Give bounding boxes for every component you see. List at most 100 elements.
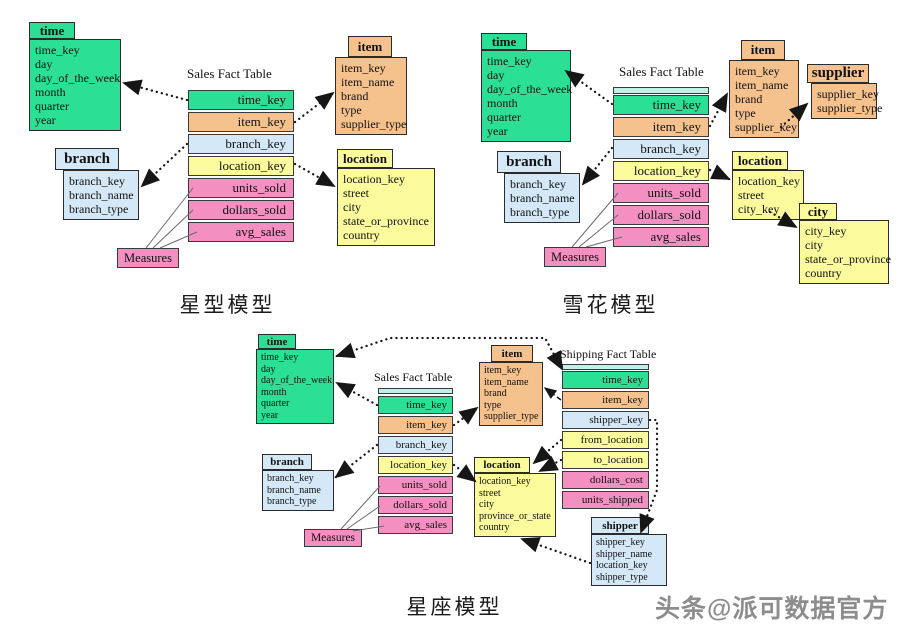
field-label: day_of_the_week — [35, 71, 121, 85]
field-label: city — [343, 200, 361, 214]
field-label: branch_type — [510, 205, 570, 219]
field-label: brand — [341, 89, 369, 103]
field-label: supplier_type — [341, 117, 407, 131]
field-label: branch_type — [267, 496, 317, 507]
field-label: branch_key — [510, 177, 566, 191]
field-label: state_or_province — [805, 252, 891, 266]
field-label: city_key — [805, 224, 847, 238]
constellation-location-table-tab: location — [474, 457, 530, 473]
field-label: brand — [484, 388, 507, 399]
field-label: branch_name — [69, 188, 134, 202]
field-label: month — [35, 85, 66, 99]
field-label: country — [343, 228, 380, 242]
constellation-shipping-fact-row: time_key — [562, 371, 649, 389]
snowflake-fact-row: branch_key — [613, 139, 709, 159]
snowflake-caption: 雪花模型 — [562, 293, 659, 317]
star-branch-table-tab: branch — [55, 148, 119, 170]
constellation-sales-fact-row: time_key — [378, 396, 453, 414]
field-label: item_name — [341, 75, 395, 89]
snowflake-fact-row: avg_sales — [613, 227, 709, 247]
field-label: month — [261, 386, 287, 398]
field-label: branch_key — [267, 473, 314, 484]
constellation-measures-box: Measures — [304, 529, 362, 547]
snowflake-supplier-table-tab: supplier — [807, 64, 869, 83]
constellation-shipping-fact-title: Shipping Fact Table — [560, 347, 657, 361]
field-label: year — [35, 113, 56, 127]
field-label: shipper_type — [596, 571, 648, 583]
field-label: supplier_key — [817, 87, 879, 101]
snowflake-item-table-tab: item — [741, 40, 785, 60]
snowflake-fact-row: location_key — [613, 161, 709, 181]
star-fact-row: units_sold — [188, 178, 294, 198]
field-label: quarter — [35, 99, 69, 113]
star-measures-box: Measures — [117, 248, 179, 268]
snowflake-branch-table-tab: branch — [497, 151, 561, 173]
field-label: shipper_name — [596, 548, 653, 560]
field-label: branch_name — [510, 191, 575, 205]
field-label: province_or_state — [479, 510, 551, 522]
constellation-shipping-fact-row: shipper_key — [562, 411, 649, 429]
field-label: day — [35, 57, 53, 71]
field-label: quarter — [261, 398, 290, 409]
snowflake-fact-header-strip — [613, 87, 709, 94]
field-label: time_key — [261, 352, 299, 363]
star-fact-table-title: Sales Fact Table — [187, 66, 272, 81]
field-label: country — [479, 522, 510, 533]
constellation-shipping-fact-row: dollars_cost — [562, 471, 649, 489]
field-label: type — [341, 103, 362, 117]
field-label: street — [738, 188, 764, 202]
star-time-table-tab: time — [29, 22, 75, 39]
constellation-sales-fact-row: location_key — [378, 456, 453, 474]
field-label: day_of_the_week — [487, 82, 573, 96]
constellation-caption: 星座模型 — [406, 595, 503, 619]
field-label: time_key — [35, 43, 80, 57]
constellation-sales-fact-header-strip — [378, 388, 453, 394]
constellation-shipping-fact-row: to_location — [562, 451, 649, 469]
field-label: location_key — [596, 560, 648, 571]
constellation-shipping-fact-row: from_location — [562, 431, 649, 449]
field-label: day — [261, 363, 276, 375]
constellation-shipping-fact-row: units_shipped — [562, 491, 649, 509]
star-fact-row: location_key — [188, 156, 294, 176]
field-label: month — [487, 96, 518, 110]
snowflake-city-table-tab: city — [799, 203, 837, 220]
snowflake-fact-row: item_key — [613, 117, 709, 137]
snowflake-fact-row: time_key — [613, 95, 709, 115]
field-label: city — [479, 499, 494, 510]
constellation-shipping-fact-header-strip — [562, 364, 649, 370]
field-label: supplier_type — [817, 101, 883, 115]
field-label: type — [484, 399, 502, 411]
constellation-branch-table-tab: branch — [262, 454, 312, 470]
field-label: branch_key — [69, 174, 125, 188]
field-label: supplier_type — [484, 411, 539, 422]
star-fact-row: branch_key — [188, 134, 294, 154]
constellation-shipping-fact-row: item_key — [562, 391, 649, 409]
constellation-time-table-tab: time — [258, 334, 296, 349]
field-label: city_key — [738, 202, 780, 216]
snowflake-fact-row: units_sold — [613, 183, 709, 203]
star-fact-row: dollars_sold — [188, 200, 294, 220]
field-label: location_key — [343, 172, 405, 186]
constellation-item-table-tab: item — [491, 345, 533, 362]
field-label: item_key — [341, 61, 386, 75]
field-label: quarter — [487, 110, 521, 124]
field-label: shipper_key — [596, 537, 645, 548]
constellation-sales-fact-row: avg_sales — [378, 516, 453, 534]
constellation-sales-fact-row: branch_key — [378, 436, 453, 454]
star-fact-row: time_key — [188, 90, 294, 110]
